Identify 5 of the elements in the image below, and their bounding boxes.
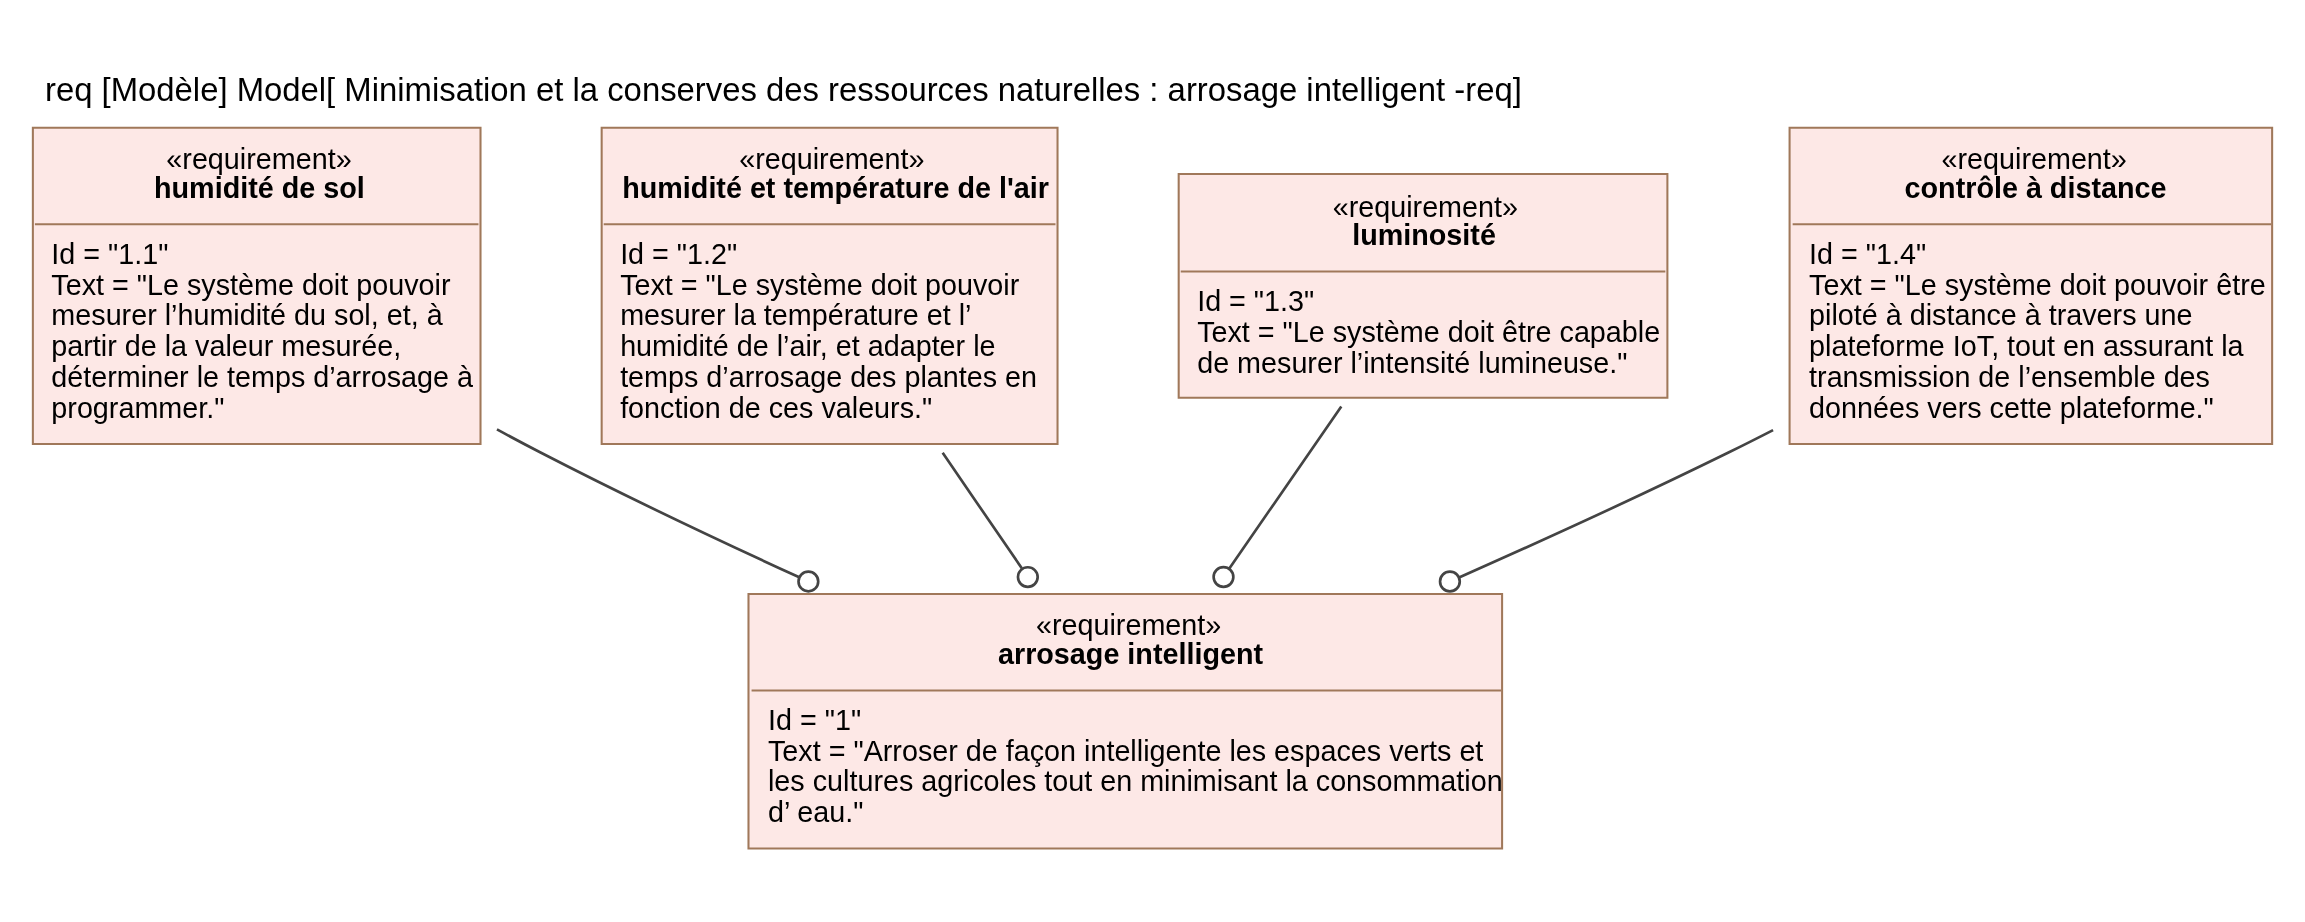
connector: [1212, 405, 1343, 588]
connector: [1438, 428, 1774, 593]
connector: [941, 451, 1039, 588]
diagram-title: req [Modèle] Model[ Minimisation et la conserves des ressources naturelles : arrosage intelligent -req]: [44, 70, 1522, 108]
connector: [496, 427, 820, 593]
